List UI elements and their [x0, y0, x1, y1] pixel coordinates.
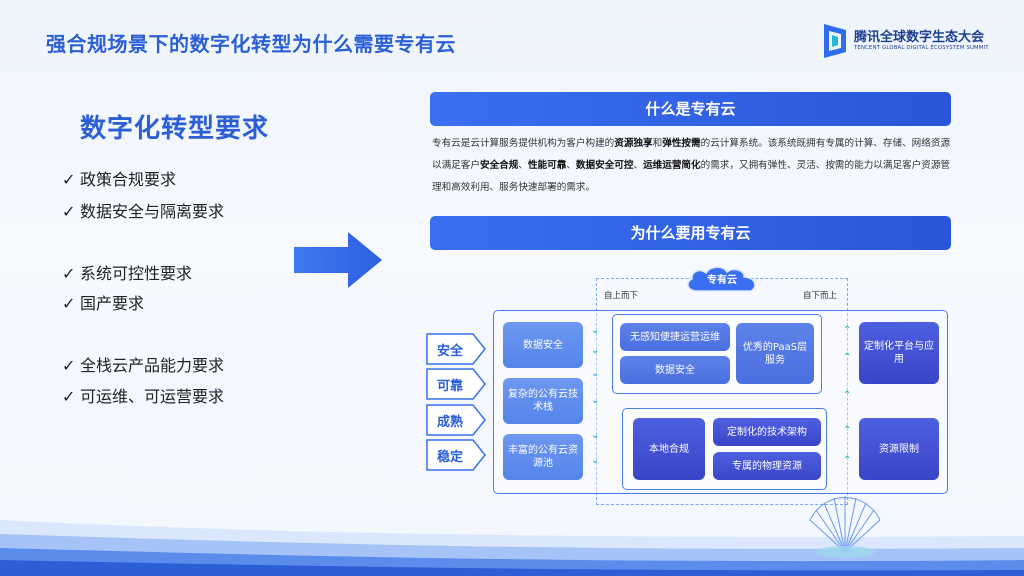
cloud-icon: [687, 266, 756, 292]
check-icon: ✓: [62, 356, 76, 375]
check-icon: ✓: [62, 294, 76, 313]
tag-shape-icon: [426, 333, 486, 365]
why-private-cloud-banner: 为什么要用专有云: [430, 216, 951, 250]
right-arrow-icon: [294, 232, 382, 288]
list-item: ✓可运维、可运营要求: [62, 387, 225, 406]
block-resource-limit: 资源限制: [859, 418, 939, 480]
chevron-down-icon: ⌄: [591, 345, 600, 356]
block-paas: 优秀的PaaS层服务: [736, 323, 814, 384]
tag-shape-icon: [426, 368, 486, 400]
tag-shape-icon: [426, 404, 486, 436]
chevron-down-icon: ⌄: [591, 395, 600, 406]
cloud-label: 专有云: [707, 275, 737, 286]
list-item: ✓国产要求: [62, 294, 145, 313]
chevron-down-icon: ⌄: [591, 368, 600, 379]
chevron-up-icon: ⌃: [843, 425, 852, 436]
private-cloud-description: 专有云是云计算服务提供机构为客户构建的资源独享和弹性按需的云计算系统。该系统既拥…: [432, 138, 951, 193]
tag-safe: 安全: [437, 344, 464, 359]
tag-mature: 成熟: [437, 415, 464, 430]
chevron-up-icon: ⌃: [843, 455, 852, 466]
block-ops: 无感知便捷运营运维: [620, 323, 730, 351]
decorative-wave: [0, 520, 1024, 576]
summit-logo: 腾讯全球数字生态大会 TENCENT GLOBAL DIGITAL ECOSYS…: [822, 22, 992, 60]
block-local-compliance: 本地合规: [633, 418, 705, 480]
block-public-cloud-stack: 复杂的公有云技术栈: [503, 378, 583, 424]
block-custom-architecture: 定制化的技术架构: [713, 418, 821, 446]
check-icon: ✓: [62, 387, 76, 406]
list-item: ✓系统可控性要求: [62, 264, 193, 283]
chevron-down-icon: ⌄: [591, 455, 600, 466]
block-data-security-2: 数据安全: [620, 356, 730, 384]
slide-title: 强合规场景下的数字化转型为什么需要专有云: [46, 32, 456, 56]
logo-english-text: TENCENT GLOBAL DIGITAL ECOSYSTEM SUMMIT: [854, 45, 989, 51]
tag-shape-icon: [426, 439, 486, 471]
chevron-up-icon: ⌃: [843, 390, 852, 401]
list-item: ✓数据安全与隔离要求: [62, 202, 225, 221]
check-icon: ✓: [62, 170, 76, 189]
summit-logo-mark-icon: [824, 24, 846, 58]
tag-stable: 稳定: [437, 450, 464, 465]
list-item: ✓全栈云产品能力要求: [62, 356, 225, 375]
tag-reliable: 可靠: [437, 379, 464, 394]
what-is-private-cloud-banner: 什么是专有云: [430, 92, 951, 126]
chevron-down-icon: ⌄: [591, 430, 600, 441]
block-public-cloud-pool: 丰富的公有云资源池: [503, 434, 583, 480]
block-custom-platform: 定制化平台与应用: [859, 322, 939, 384]
block-dedicated-resources: 专属的物理资源: [713, 452, 821, 480]
check-icon: ✓: [62, 264, 76, 283]
requirements-heading: 数字化转型要求: [80, 114, 270, 144]
list-item: ✓政策合规要求: [62, 170, 177, 189]
top-down-label: 自上而下: [604, 291, 639, 301]
chevron-up-icon: ⌃: [843, 352, 852, 363]
bottom-up-label: 自下而上: [803, 291, 838, 301]
check-icon: ✓: [62, 202, 76, 221]
chevron-up-icon: ⌃: [843, 325, 852, 336]
logo-chinese-text: 腾讯全球数字生态大会: [854, 30, 985, 45]
block-data-security: 数据安全: [503, 322, 583, 368]
decorative-fan: [809, 496, 881, 558]
chevron-down-icon: ⌄: [591, 325, 600, 336]
